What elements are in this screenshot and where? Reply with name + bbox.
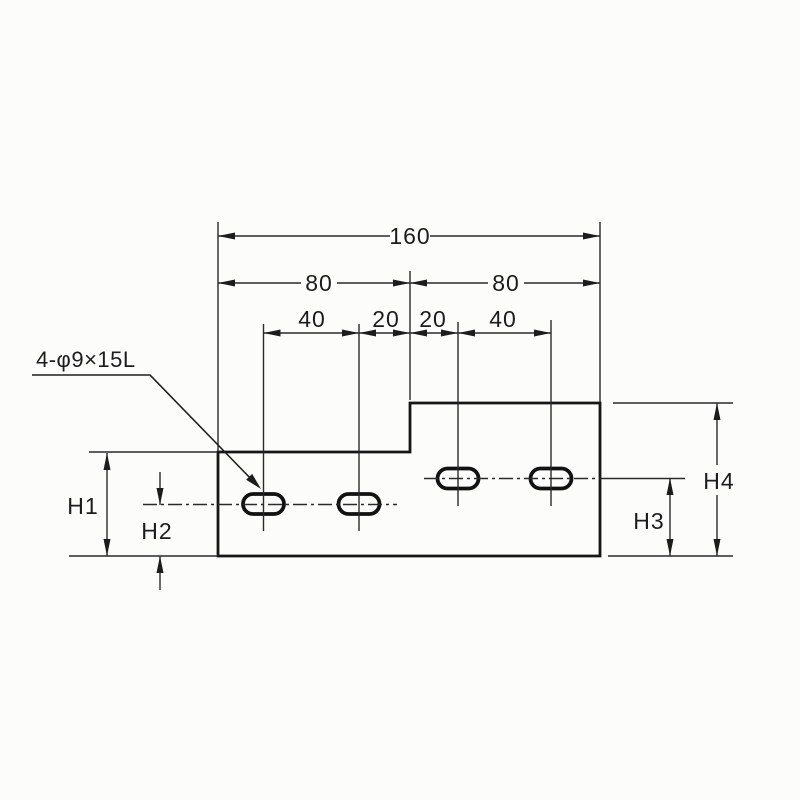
- plate-outline: [216, 401, 602, 558]
- arrowheads: [103, 232, 721, 573]
- arrowhead: [583, 279, 600, 287]
- centerlines: [143, 477, 685, 506]
- leader-arrowhead: [246, 473, 261, 489]
- arrowhead: [218, 279, 235, 287]
- arrowhead: [218, 232, 235, 240]
- dim-label-40-left: 40: [298, 306, 326, 332]
- dim-label-20-left: 20: [372, 306, 400, 332]
- arrowhead: [263, 329, 281, 337]
- hole-callout-leader: [32, 374, 261, 489]
- arrowhead: [393, 329, 410, 337]
- arrowhead: [342, 329, 359, 337]
- arrowhead: [410, 279, 427, 287]
- arrowhead: [156, 556, 164, 573]
- leader-line: [32, 374, 255, 483]
- arrowhead: [713, 539, 721, 556]
- arrowhead: [410, 329, 427, 337]
- dim-label-80-left: 80: [305, 270, 333, 296]
- dim-label-h2: H2: [141, 518, 172, 544]
- arrowhead: [458, 329, 475, 337]
- dim-label-h3: H3: [633, 508, 664, 534]
- arrowhead: [713, 403, 721, 420]
- dim-label-h4: H4: [703, 468, 734, 494]
- dim-label-80-right: 80: [492, 270, 520, 296]
- arrowhead: [666, 539, 674, 556]
- extension-lines: [69, 222, 733, 557]
- hole-callout-label: 4-φ9×15L: [36, 347, 136, 372]
- arrowhead: [103, 453, 111, 470]
- plate-profile: [216, 401, 602, 558]
- dim-label-20-right: 20: [419, 306, 447, 332]
- arrowhead: [103, 539, 111, 556]
- dimension-labels: 160 80 80 40 20 20 40 H1 H2 H3 H4 4-φ9×1…: [36, 223, 734, 544]
- dim-label-40-right: 40: [489, 306, 517, 332]
- dim-label-h1: H1: [67, 493, 98, 519]
- arrowhead: [583, 232, 600, 240]
- arrowhead: [666, 478, 674, 495]
- dim-label-160: 160: [389, 223, 430, 249]
- arrowhead: [534, 329, 551, 337]
- arrowhead: [359, 329, 376, 337]
- dimension-lines: [106, 235, 718, 590]
- arrowhead: [156, 488, 164, 505]
- arrowhead: [393, 279, 410, 287]
- arrowhead: [441, 329, 458, 337]
- slot-holes: [241, 466, 574, 516]
